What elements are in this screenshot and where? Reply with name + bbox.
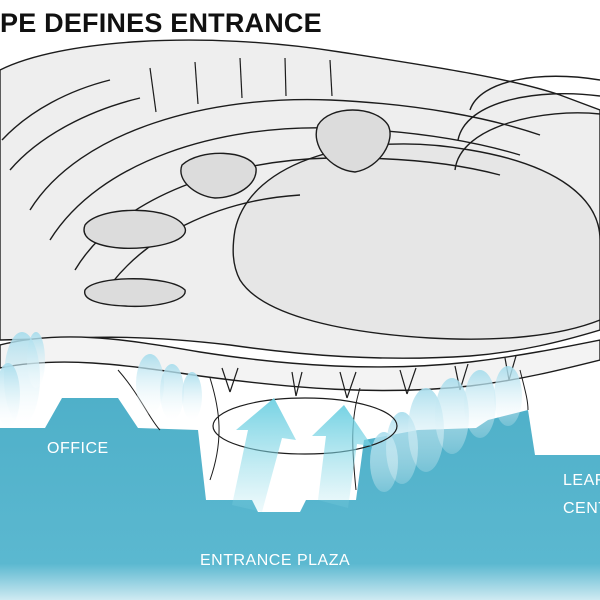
label-learning-center-line1: LEAF [563,472,600,490]
entrance-arrows [232,398,372,512]
label-learning-center-line2: CENT [563,500,600,518]
label-entrance-plaza: ENTRANCE PLAZA [200,552,350,570]
label-office: OFFICE [47,440,109,458]
